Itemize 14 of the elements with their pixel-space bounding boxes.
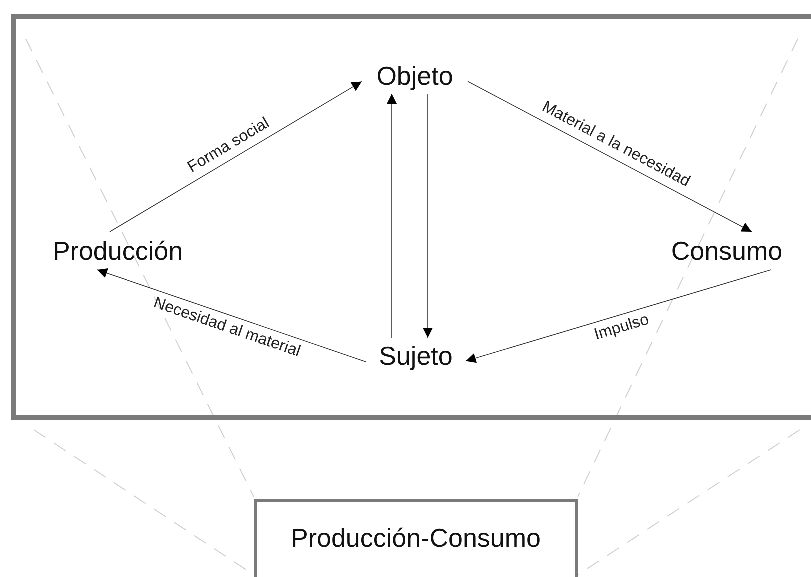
arrow	[110, 81, 362, 232]
node-label: Sujeto	[366, 338, 466, 374]
box-title: Producción-Consumo	[290, 522, 541, 555]
node-label: Consumo	[652, 232, 802, 270]
summary-box	[254, 499, 578, 577]
arrow	[96, 268, 366, 362]
arrow	[387, 94, 397, 338]
node-label: Producción	[36, 232, 200, 270]
node-label: Objeto	[362, 58, 468, 94]
arrow	[466, 270, 772, 364]
arrow	[423, 94, 433, 338]
frame-box	[11, 14, 811, 420]
edge-label: Impulso	[593, 312, 652, 344]
arrow	[468, 81, 752, 232]
